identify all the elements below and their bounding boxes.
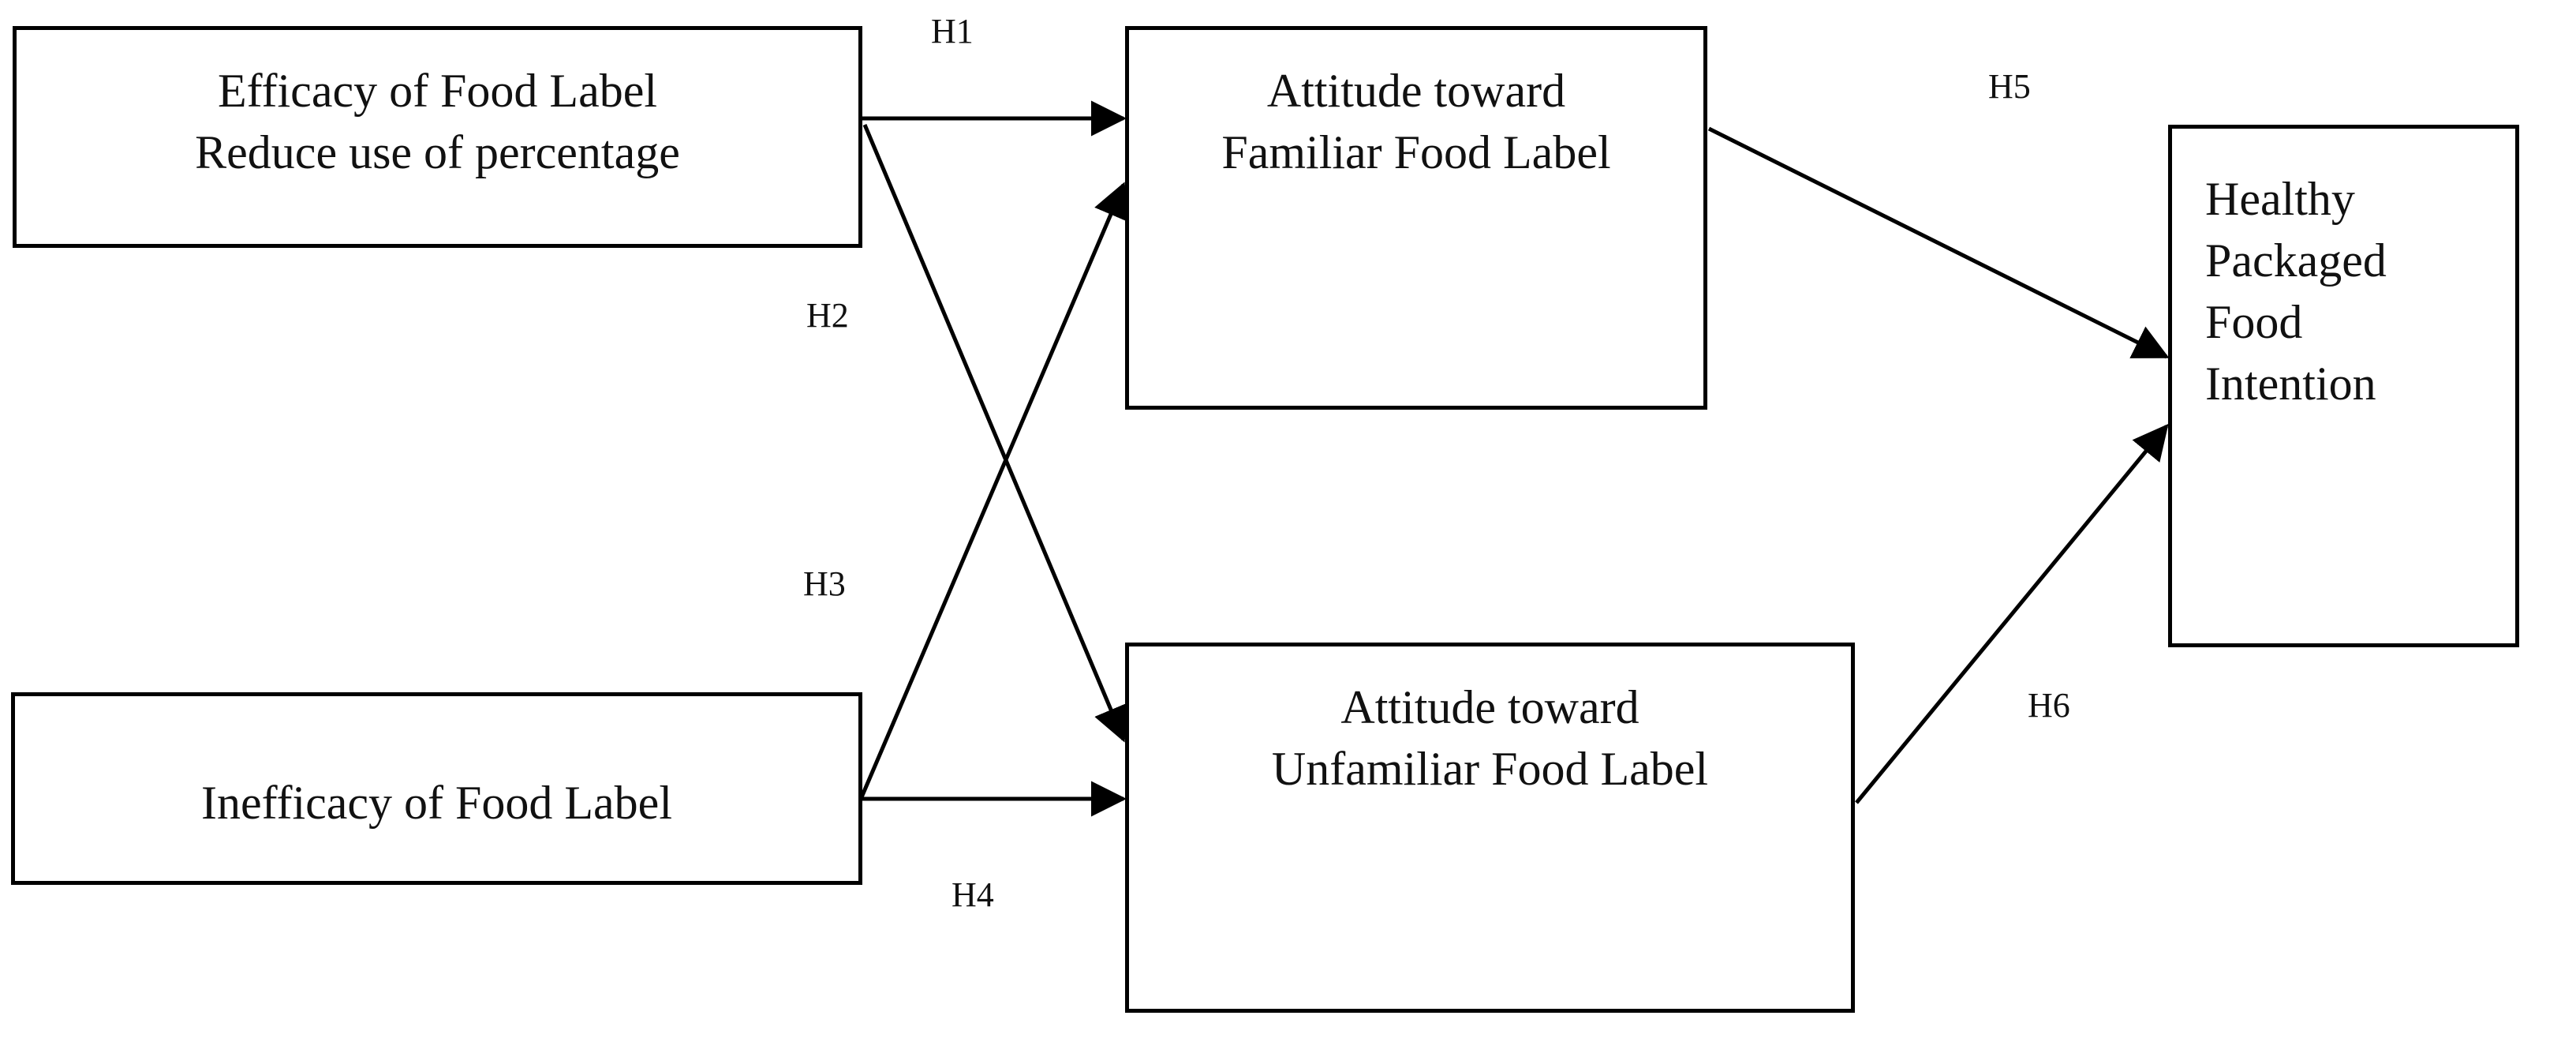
edge-h5[interactable] (1707, 126, 2170, 359)
edge-label-h4: H4 (952, 875, 994, 914)
node-label-efficacy: Efficacy of Food Label Reduce use of per… (195, 65, 680, 178)
node-inefficacy[interactable]: Inefficacy of Food Label (11, 692, 862, 885)
node-attitude-familiar[interactable]: Attitude toward Familiar Food Label (1125, 26, 1707, 410)
edge-h6[interactable] (1855, 423, 2169, 804)
node-label-attitude-familiar: Attitude toward Familiar Food Label (1221, 65, 1611, 178)
node-intention[interactable]: Healthy Packaged Food Intention (2168, 125, 2519, 647)
edge-label-h1: H1 (931, 12, 974, 51)
node-label-intention: Healthy Packaged Food Intention (2205, 173, 2387, 410)
node-label-inefficacy: Inefficacy of Food Label (201, 777, 672, 829)
node-efficacy[interactable]: Efficacy of Food Label Reduce use of per… (13, 26, 862, 248)
node-attitude-unfamiliar[interactable]: Attitude toward Unfamiliar Food Label (1125, 643, 1855, 1013)
edge-h2[interactable] (862, 124, 1127, 743)
edge-label-h6: H6 (2028, 686, 2070, 725)
edge-label-h2: H2 (806, 296, 849, 335)
edge-h3[interactable] (859, 182, 1127, 798)
node-label-attitude-unfamiliar: Attitude toward Unfamiliar Food Label (1271, 681, 1709, 795)
edge-label-h5: H5 (1988, 67, 2031, 106)
edge-label-h3: H3 (803, 564, 846, 603)
